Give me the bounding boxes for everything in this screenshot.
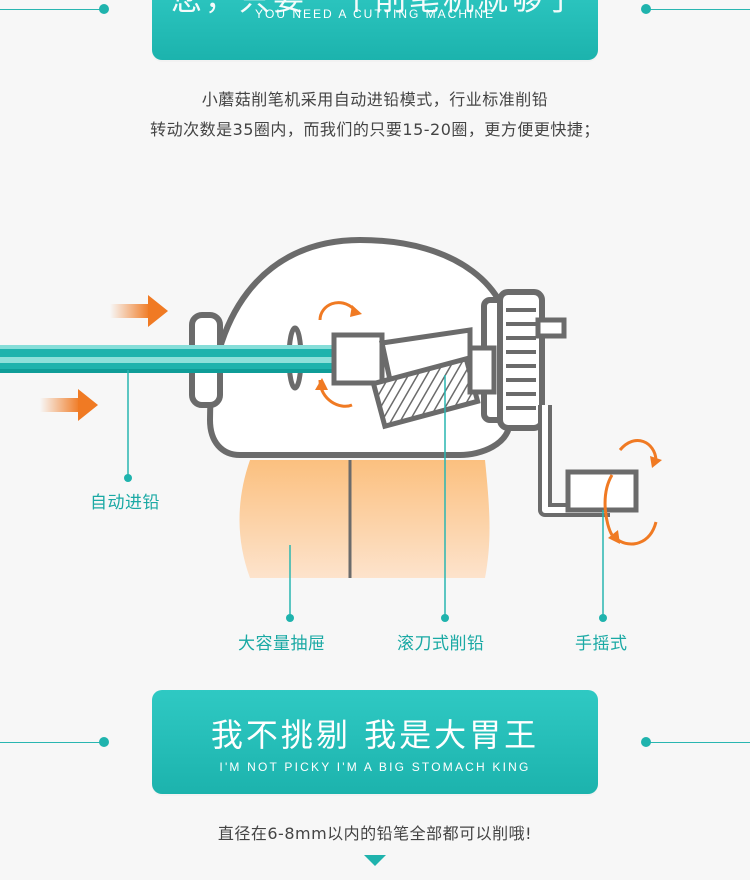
callout-roller-blade: 滚刀式削铅	[397, 634, 485, 654]
drawer	[239, 460, 490, 578]
callout-dot-drawer	[286, 614, 294, 622]
chevron-down-icon	[364, 855, 386, 866]
footnote: 直径在6-8mm以内的铅笔全部都可以削哦!	[217, 824, 533, 843]
callout-large-drawer: 大容量抽屉	[238, 634, 326, 654]
header-banner: 您，只要一个削笔机就够了 YOU NEED A CUTTING MACHINE	[152, 0, 598, 60]
sharpener-illustration	[0, 236, 662, 622]
section2-title: 我不挑剔 我是大胃王	[210, 716, 540, 754]
hand-crank	[538, 405, 639, 517]
feed-arrows	[40, 295, 168, 421]
pencil	[0, 344, 382, 374]
rotate-arrow-icon	[315, 301, 362, 408]
left-deco-line	[0, 9, 100, 10]
right-deco-line	[650, 9, 750, 10]
left-deco-dot	[99, 4, 109, 14]
section2-subtitle: I'M NOT PICKY I'M A BIG STOMACH KING	[219, 760, 531, 774]
section2-banner: 我不挑剔 我是大胃王 I'M NOT PICKY I'M A BIG STOMA…	[152, 690, 598, 794]
roller-blade	[331, 327, 497, 430]
header-title: 您，只要一个削笔机就够了	[171, 0, 579, 18]
callout-hand-crank: 手摇式	[575, 634, 628, 654]
callout-dot-crank	[599, 614, 607, 622]
intro-line-2: 转动次数是35圈内，而我们的只要15-20圈，更方便更快捷；	[150, 120, 600, 139]
callout-auto-feed: 自动进铅	[90, 493, 160, 513]
right-deco-dot	[641, 4, 651, 14]
right-deco-dot-2	[641, 737, 651, 747]
intro-line-1: 小蘑菇削笔机采用自动进铅模式，行业标准削铅	[201, 90, 549, 109]
callout-leaders	[127, 370, 604, 615]
right-deco-line-2	[650, 742, 750, 743]
crank-rotate-arrow-icon	[603, 439, 662, 546]
left-deco-dot-2	[99, 737, 109, 747]
callout-dot-blade	[441, 614, 449, 622]
gear-housing	[481, 289, 567, 431]
left-deco-line-2	[0, 742, 100, 743]
callout-dot-auto-feed	[124, 474, 132, 482]
header-subtitle: YOU NEED A CUTTING MACHINE	[254, 7, 496, 21]
